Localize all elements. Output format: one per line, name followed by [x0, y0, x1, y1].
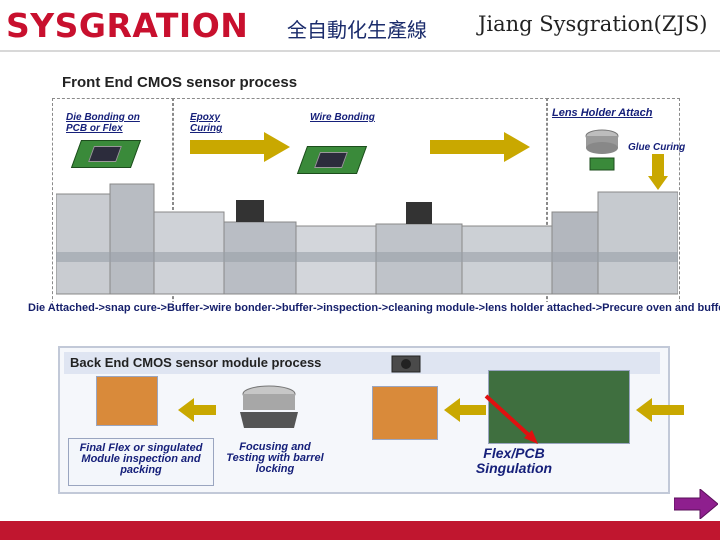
arrow-left-icon: [444, 398, 486, 422]
module-flex-image: [372, 386, 438, 440]
step-die-bonding: Die Bonding on PCB or Flex: [66, 112, 140, 134]
step-focusing-testing: Focusing and Testing with barrel locking: [226, 441, 324, 475]
company-logo: SYSGRATION: [6, 6, 249, 45]
back-end-title: Back End CMOS sensor module process: [70, 355, 322, 370]
step-lens-holder-attach: Lens Holder Attach: [552, 107, 653, 119]
header-divider: [0, 50, 720, 52]
header: SYSGRATION 全自動化生產線 Jiang Sysgration(ZJS): [0, 0, 720, 52]
title-chinese: 全自動化生產線: [287, 18, 427, 42]
next-slide-arrow-icon[interactable]: [674, 489, 718, 519]
step-epoxy-curing: Epoxy Curing: [190, 112, 223, 134]
title-english: Jiang Sysgration(ZJS): [478, 12, 708, 36]
arrow-down-icon: [648, 154, 668, 190]
back-end-panel: Back End CMOS sensor module process Fina…: [58, 346, 684, 494]
production-line-image: [56, 183, 678, 295]
back-end-title-bar: Back End CMOS sensor module process: [64, 352, 660, 374]
final-module-image: [96, 376, 158, 426]
focusing-barrel-icon: [240, 385, 298, 428]
footer-bar: [0, 521, 720, 540]
wire-bonded-chip-icon: [296, 146, 368, 174]
flex-pcb-strip-image: [488, 370, 630, 444]
arrow-right-icon: [430, 132, 530, 162]
final-inspection-box: Final Flex or singulated Module inspecti…: [68, 438, 214, 486]
arrow-right-icon: [190, 132, 290, 162]
red-pointer-arrow-icon: [484, 394, 538, 444]
lens-barrel-icon: [391, 355, 421, 373]
lens-holder-icon: [585, 129, 619, 171]
front-end-panel: Front End CMOS sensor process Die Bondin…: [28, 66, 720, 322]
arrow-left-icon: [636, 398, 684, 422]
step-final-flex-inspection: Final Flex or singulated Module inspecti…: [79, 442, 203, 476]
front-end-process-sequence: Die Attached->snap cure->Buffer->wire bo…: [28, 302, 720, 314]
step-wire-bonding: Wire Bonding: [310, 112, 375, 123]
step-glue-curing: Glue Curing: [628, 142, 686, 153]
arrow-left-icon: [178, 398, 216, 422]
front-end-title: Front End CMOS sensor process: [62, 74, 298, 91]
step-flex-pcb-singulation: Flex/PCB Singulation: [475, 445, 553, 476]
pcb-chip-icon: [70, 140, 142, 168]
